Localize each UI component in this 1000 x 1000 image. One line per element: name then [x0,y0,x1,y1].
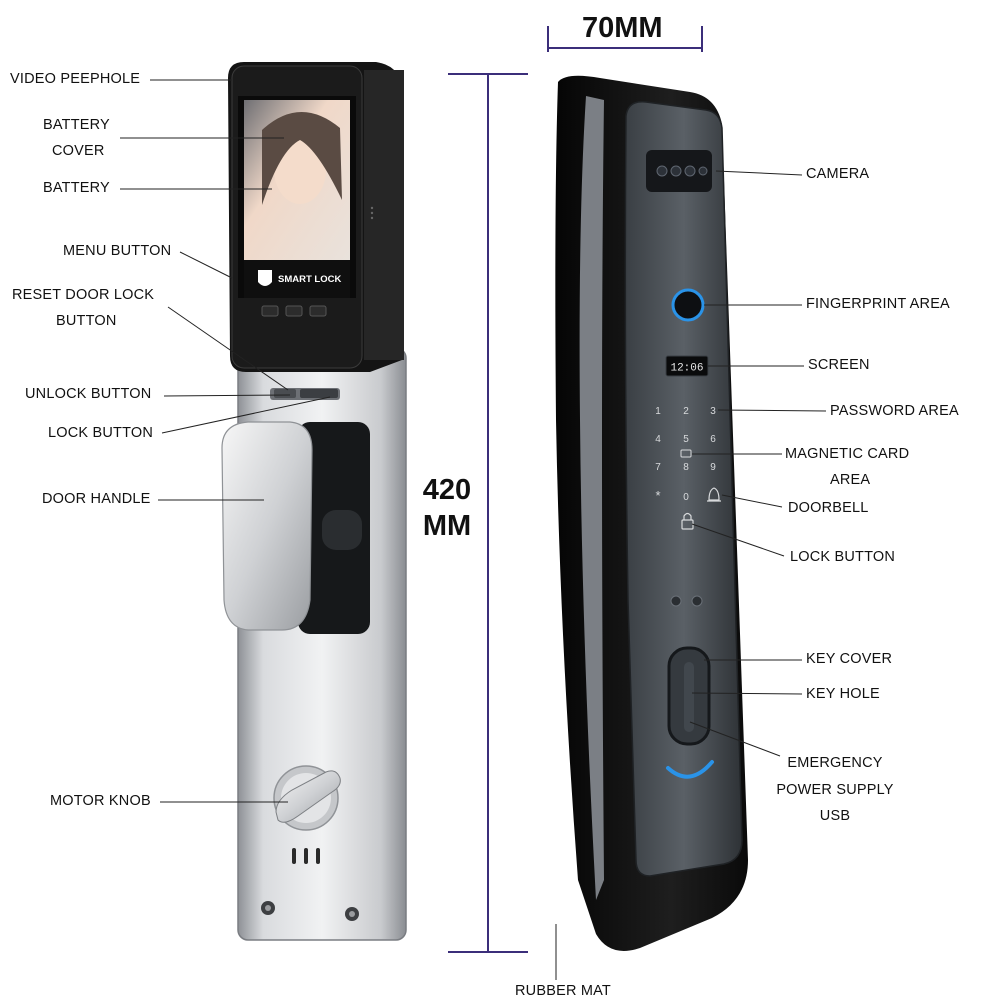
menu-button-2[interactable] [285,305,303,317]
key-6[interactable]: 6 [710,434,716,445]
doorbell-icon[interactable] [707,487,721,502]
menu-button-3[interactable] [309,305,327,317]
usb-indicator [666,760,714,779]
shield-logo-icon [258,270,272,286]
label-door-handle: DOOR HANDLE [42,491,151,507]
label-battery: BATTERY [43,180,110,196]
label-key-cover: KEY COVER [806,651,893,667]
label-emergency-3: USB [819,808,851,824]
label-menu-button: MENU BUTTON [63,243,172,259]
label-reset-2: BUTTON [56,313,117,329]
label-battery-cover-2: COVER [52,143,105,159]
unlock-button[interactable] [274,389,296,398]
label-screen: SCREEN [808,357,870,373]
key-2[interactable]: 2 [683,406,689,417]
key-5[interactable]: 5 [683,434,689,445]
leader-lines [120,79,827,980]
height-dimension-unit: MM [422,510,472,542]
label-battery-cover-1: BATTERY [43,117,110,133]
label-lock-button-left: LOCK BUTTON [48,425,154,441]
key-0[interactable]: 0 [683,492,689,503]
key-7[interactable]: 7 [655,462,661,473]
menu-button-1[interactable] [261,305,279,317]
label-video-peephole: VIDEO PEEPHOLE [10,71,141,87]
front-panel [624,101,743,877]
key-8[interactable]: 8 [683,462,689,473]
motor-knob[interactable] [275,770,341,823]
key-4[interactable]: 4 [655,434,661,445]
door-handle[interactable] [221,421,313,631]
key-1[interactable]: 1 [655,406,661,417]
card-icon [680,449,692,458]
label-doorbell: DOORBELL [788,500,869,516]
label-magnetic-1: MAGNETIC CARD [785,446,910,462]
screen-brand: SMART LOCK [278,274,341,285]
label-lock-button-right: LOCK BUTTON [790,549,896,565]
width-dimension: 70MM [582,12,663,44]
key-3[interactable]: 3 [710,406,716,417]
height-dimension-value: 420 [422,474,472,506]
front-lock: SMART LOCK [221,62,407,941]
lock-button[interactable] [300,389,338,398]
side-lock: 12:06 1 2 3 4 5 6 7 8 9 * 0 [555,75,748,951]
label-rubber-mat: RUBBER MAT [515,983,611,999]
fingerprint-sensor[interactable] [671,288,705,322]
label-unlock-button: UNLOCK BUTTON [25,386,152,402]
label-fingerprint: FINGERPRINT AREA [806,296,950,312]
label-camera: CAMERA [806,166,870,182]
label-emergency-2: POWER SUPPLY [776,782,894,798]
label-reset-1: RESET DOOR LOCK [12,287,155,303]
key-9[interactable]: 9 [710,462,716,473]
label-motor-knob: MOTOR KNOB [50,793,151,809]
label-emergency-1: EMERGENCY [787,755,883,771]
dimension-lines [448,26,703,953]
svg-text:12:06: 12:06 [670,363,703,375]
label-key-hole: KEY HOLE [806,686,880,702]
key-star[interactable]: * [655,488,660,503]
label-password: PASSWORD AREA [830,403,959,419]
label-magnetic-2: AREA [830,472,871,488]
